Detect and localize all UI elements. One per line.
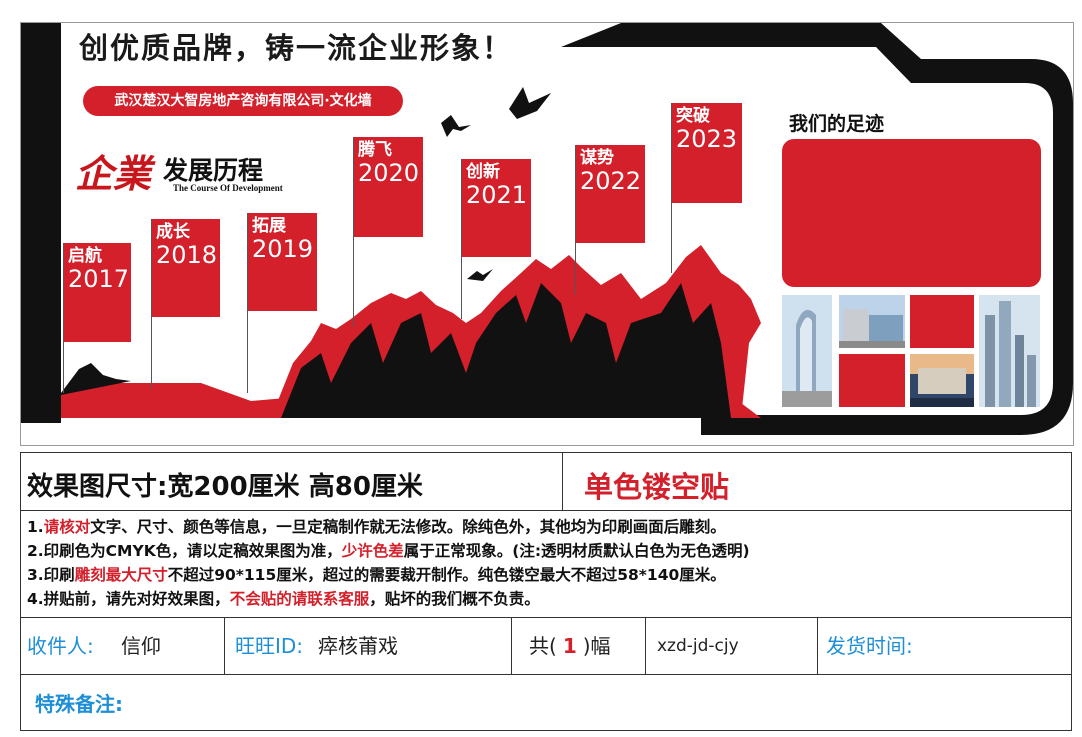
- count: 共(1)幅: [529, 618, 611, 674]
- logo-qiye: 企業: [75, 151, 152, 196]
- note-4: 4.拼贴前，请先对好效果图，不会贴的请联系客服，贴坏的我们概不负责。: [27, 587, 750, 611]
- milestone-label: 拓展: [252, 216, 286, 236]
- frame-top-bar: [561, 23, 1073, 435]
- dev-title: 发展历程: [163, 156, 264, 185]
- note-3: 3.印刷雕刻最大尺寸不超过90*115厘米，超过的需要裁开制作。纯色镂空最大不超…: [27, 563, 750, 587]
- note-text: 1.: [27, 518, 44, 536]
- divider: [511, 618, 512, 674]
- milestone-flag: 启航 2017: [64, 243, 131, 342]
- milestone-year: 2019: [252, 235, 314, 263]
- divider: [562, 453, 563, 510]
- bird-2: [509, 87, 551, 119]
- divider: [817, 618, 818, 674]
- milestone-year: 2018: [156, 241, 218, 269]
- divider: [224, 618, 225, 674]
- milestone-label: 突破: [676, 106, 710, 126]
- flag-pole: [671, 103, 672, 273]
- flag-pole: [247, 213, 248, 393]
- divider: [645, 618, 646, 674]
- flag-pole: [63, 243, 64, 393]
- wangwang-value: 瘁核莆戏: [318, 634, 398, 658]
- photo-mall: [839, 295, 905, 348]
- milestone-label: 创新: [466, 162, 500, 182]
- flag-pole: [575, 145, 576, 295]
- count-suffix: )幅: [582, 634, 611, 658]
- photo-red-slot-2: [839, 354, 905, 407]
- milestone-label: 成长: [156, 222, 190, 242]
- note-2: 2.印刷色为CMYK色，请以定稿效果图为准，少许色差属于正常现象。(注:透明材质…: [27, 539, 750, 563]
- milestone-year: 2021: [466, 181, 528, 209]
- mountain-shadows: [281, 283, 731, 418]
- milestone-year: 2022: [580, 167, 642, 195]
- flag-pole: [461, 159, 462, 319]
- photo-tower: [782, 295, 832, 407]
- milestone-year: 2023: [676, 125, 738, 153]
- footprint-title: 我们的足迹: [789, 113, 885, 135]
- count-prefix: 共(: [529, 634, 557, 658]
- bird-3: [467, 269, 493, 281]
- mountain-left: [61, 363, 131, 395]
- note-highlight: 请核对: [43, 518, 91, 536]
- note-text: 2.印刷色为CMYK色，请以定稿效果图为准，: [27, 542, 342, 560]
- order-info-panel: 效果图尺寸:宽200厘米 高80厘米 单色镂空贴 1.请核对文字、尺寸、颜色等信…: [20, 452, 1072, 731]
- company-pill: 武汉楚汉大智房地产咨询有限公司·文化墙: [83, 86, 403, 116]
- count-value: 1: [562, 634, 577, 658]
- frame-left-curve: [21, 23, 51, 423]
- wangwang-label: 旺旺ID:: [235, 634, 304, 658]
- photo-red-slot-1: [910, 295, 974, 348]
- flag-pole: [151, 219, 152, 389]
- footprint-main-panel: [782, 139, 1041, 287]
- shipping-row: 收件人: 信仰 旺旺ID: 瘁核莆戏 共(1)幅 xzd-jd-cjy 发货时间…: [21, 617, 1071, 675]
- photo-theater: [910, 354, 974, 407]
- note-text: 属于正常现象。(注:透明材质默认白色为无色透明): [403, 542, 750, 560]
- note-text: 3.印刷: [27, 566, 75, 584]
- recipient-value: 信仰: [121, 634, 161, 658]
- order-code: xzd-jd-cjy: [657, 636, 739, 656]
- product-type: 单色镂空贴: [584, 470, 730, 504]
- remarks-label: 特殊备注:: [35, 692, 123, 716]
- ship-time-label: 发货时间:: [826, 634, 913, 658]
- milestone-flag: 突破 2023: [672, 103, 742, 203]
- frame-shape: [21, 23, 1073, 435]
- milestone-label: 启航: [68, 246, 102, 266]
- note-text: 不超过90*115厘米，超过的需要裁开制作。纯色镂空最大不超过58*140厘米。: [167, 566, 726, 584]
- bird-1: [441, 115, 471, 137]
- note-highlight: 少许色差: [341, 542, 404, 560]
- photo-skyscraper: [979, 295, 1040, 407]
- milestone-flag: 成长 2018: [152, 219, 220, 317]
- note-text: 4.拼贴前，请先对好效果图，: [27, 590, 230, 608]
- size-text: 效果图尺寸:宽200厘米 高80厘米: [27, 472, 423, 502]
- milestone-label: 谋势: [580, 148, 614, 168]
- note-highlight: 雕刻最大尺寸: [74, 566, 168, 584]
- recipient-label: 收件人:: [27, 634, 94, 658]
- note-highlight: 不会贴的请联系客服: [229, 590, 370, 608]
- flag-pole: [353, 137, 354, 327]
- milestone-flag: 拓展 2019: [248, 213, 317, 311]
- milestone-year: 2020: [358, 159, 420, 187]
- design-preview: 创优质品牌，铸一流企业形象！ 武汉楚汉大智房地产咨询有限公司·文化墙 企業 发展…: [20, 22, 1074, 446]
- note-text: ，贴坏的我们概不负责。: [369, 590, 540, 608]
- note-1: 1.请核对文字、尺寸、颜色等信息，一旦定稿制作就无法修改。除纯色外，其他均为印刷…: [27, 515, 750, 539]
- milestone-flag: 创新 2021: [462, 159, 531, 257]
- milestone-flag: 腾飞 2020: [354, 137, 423, 237]
- note-text: 文字、尺寸、颜色等信息，一旦定稿制作就无法修改。除纯色外，其他均为印刷画面后雕刻…: [90, 518, 726, 536]
- milestone-flag: 谋势 2022: [576, 145, 645, 243]
- notes-list: 1.请核对文字、尺寸、颜色等信息，一旦定稿制作就无法修改。除纯色外，其他均为印刷…: [27, 515, 750, 611]
- milestone-year: 2017: [68, 265, 130, 293]
- headline: 创优质品牌，铸一流企业形象！: [79, 31, 514, 65]
- size-row: 效果图尺寸:宽200厘米 高80厘米 单色镂空贴: [21, 453, 1071, 511]
- dev-subtitle: The Course Of Development: [173, 183, 283, 193]
- milestone-label: 腾飞: [358, 140, 392, 160]
